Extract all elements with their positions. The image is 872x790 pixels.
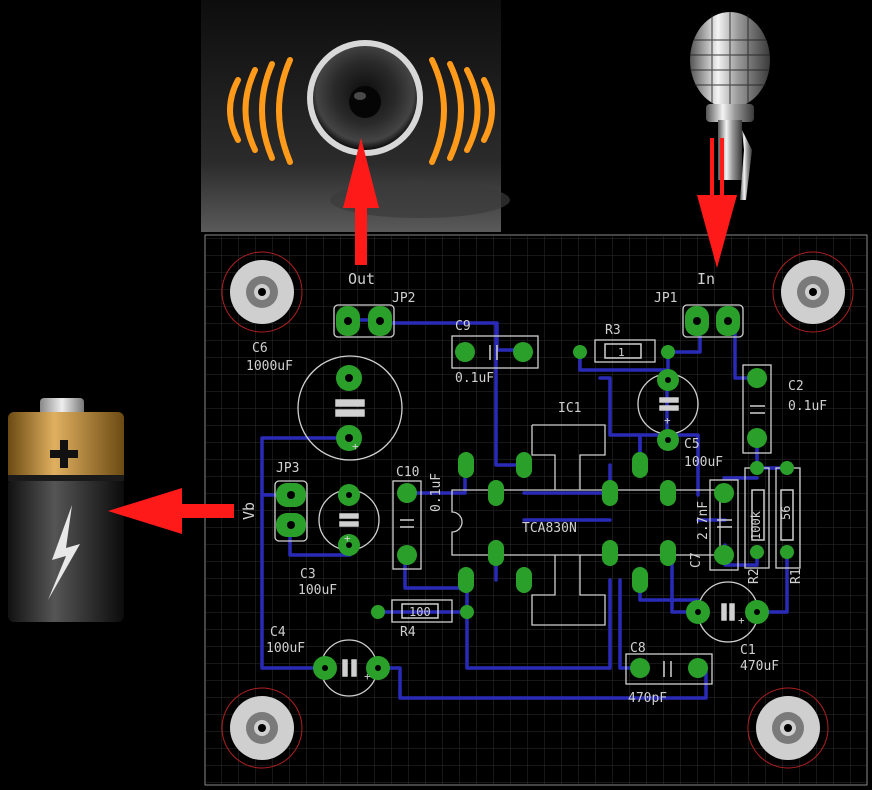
label-c7-value: 2.7nF <box>696 501 711 540</box>
label-c6-value: 1000uF <box>246 359 293 374</box>
label-c4: C4 <box>270 625 286 640</box>
label-c2: C2 <box>788 379 804 394</box>
label-c10: C10 <box>396 465 419 480</box>
arrow-out-to-speaker <box>343 138 379 265</box>
c8-outline <box>625 653 713 685</box>
label-ic1: IC1 <box>558 401 581 416</box>
label-r4: R4 <box>400 625 416 640</box>
label-c7: C7 <box>689 552 704 568</box>
arrow-vb-to-battery <box>108 488 234 534</box>
label-c5: C5 <box>684 437 700 452</box>
label-ic-part: TCA830N <box>522 521 577 536</box>
label-r1: R1 <box>789 568 804 584</box>
r4-outline <box>391 599 453 623</box>
label-c4-value: 100uF <box>266 641 305 656</box>
label-out: Out <box>348 270 375 288</box>
pad-holes <box>287 317 760 671</box>
component-symbols <box>335 343 794 677</box>
label-r1-value: 56 <box>779 506 793 520</box>
round-pads <box>313 342 769 680</box>
label-c1: C1 <box>740 643 756 658</box>
microphone-icon <box>690 12 770 200</box>
label-c3-value: 100uF <box>298 583 337 598</box>
pads <box>276 306 740 593</box>
jp2-outline <box>333 304 395 338</box>
arrow-microphone-to-in <box>697 138 737 268</box>
label-r4-value: 100 <box>409 605 431 619</box>
label-c5-value: 100uF <box>684 455 723 470</box>
c10-outline <box>392 480 422 570</box>
label-jp1: JP1 <box>654 291 677 306</box>
c2-outline <box>742 364 772 454</box>
label-r3: R3 <box>605 323 621 338</box>
label-r3-value: 1 <box>618 346 625 359</box>
label-c1-value: 470uF <box>740 659 779 674</box>
label-c10-value: 0.1uF <box>429 473 444 512</box>
silkscreen-labels: Out In JP2 JP1 JP3 Vb IC1 TCA830N C6 100… <box>240 270 827 706</box>
pcb-board <box>204 234 868 786</box>
ic1-outline <box>451 489 721 556</box>
c6-outline <box>297 355 403 461</box>
c4-polarity-mark: + <box>364 670 371 683</box>
small-pads <box>371 345 794 619</box>
label-in: In <box>697 270 715 288</box>
speaker-icon <box>201 0 510 232</box>
c5-polarity-mark: + <box>664 414 671 427</box>
ic1-heatsink-outline <box>531 424 606 626</box>
jp3-outline <box>274 480 308 542</box>
label-r2-value: 100k <box>749 510 763 540</box>
label-c3: C3 <box>300 567 316 582</box>
label-c2-value: 0.1uF <box>788 399 827 414</box>
label-jp3: JP3 <box>276 461 299 476</box>
c3-polarity-mark: + <box>344 532 351 545</box>
lightning-bolt-icon <box>48 505 80 600</box>
c1-polarity-mark: + <box>738 614 745 627</box>
label-c9: C9 <box>455 319 471 334</box>
r3-outline <box>594 339 656 363</box>
c6-polarity-mark: + <box>352 440 359 453</box>
label-c9-value: 0.1uF <box>455 371 494 386</box>
c7-outline <box>709 479 739 571</box>
arrows <box>108 138 737 534</box>
c9-outline <box>451 335 539 369</box>
label-r2: R2 <box>747 568 762 584</box>
label-c6: C6 <box>252 341 268 356</box>
label-c8-value: 470pF <box>628 691 667 706</box>
jp1-outline <box>682 304 744 338</box>
label-c8: C8 <box>630 641 646 656</box>
label-jp2: JP2 <box>392 291 415 306</box>
label-vb: Vb <box>240 502 258 520</box>
battery-icon <box>8 398 124 622</box>
mounting-holes <box>221 251 854 769</box>
